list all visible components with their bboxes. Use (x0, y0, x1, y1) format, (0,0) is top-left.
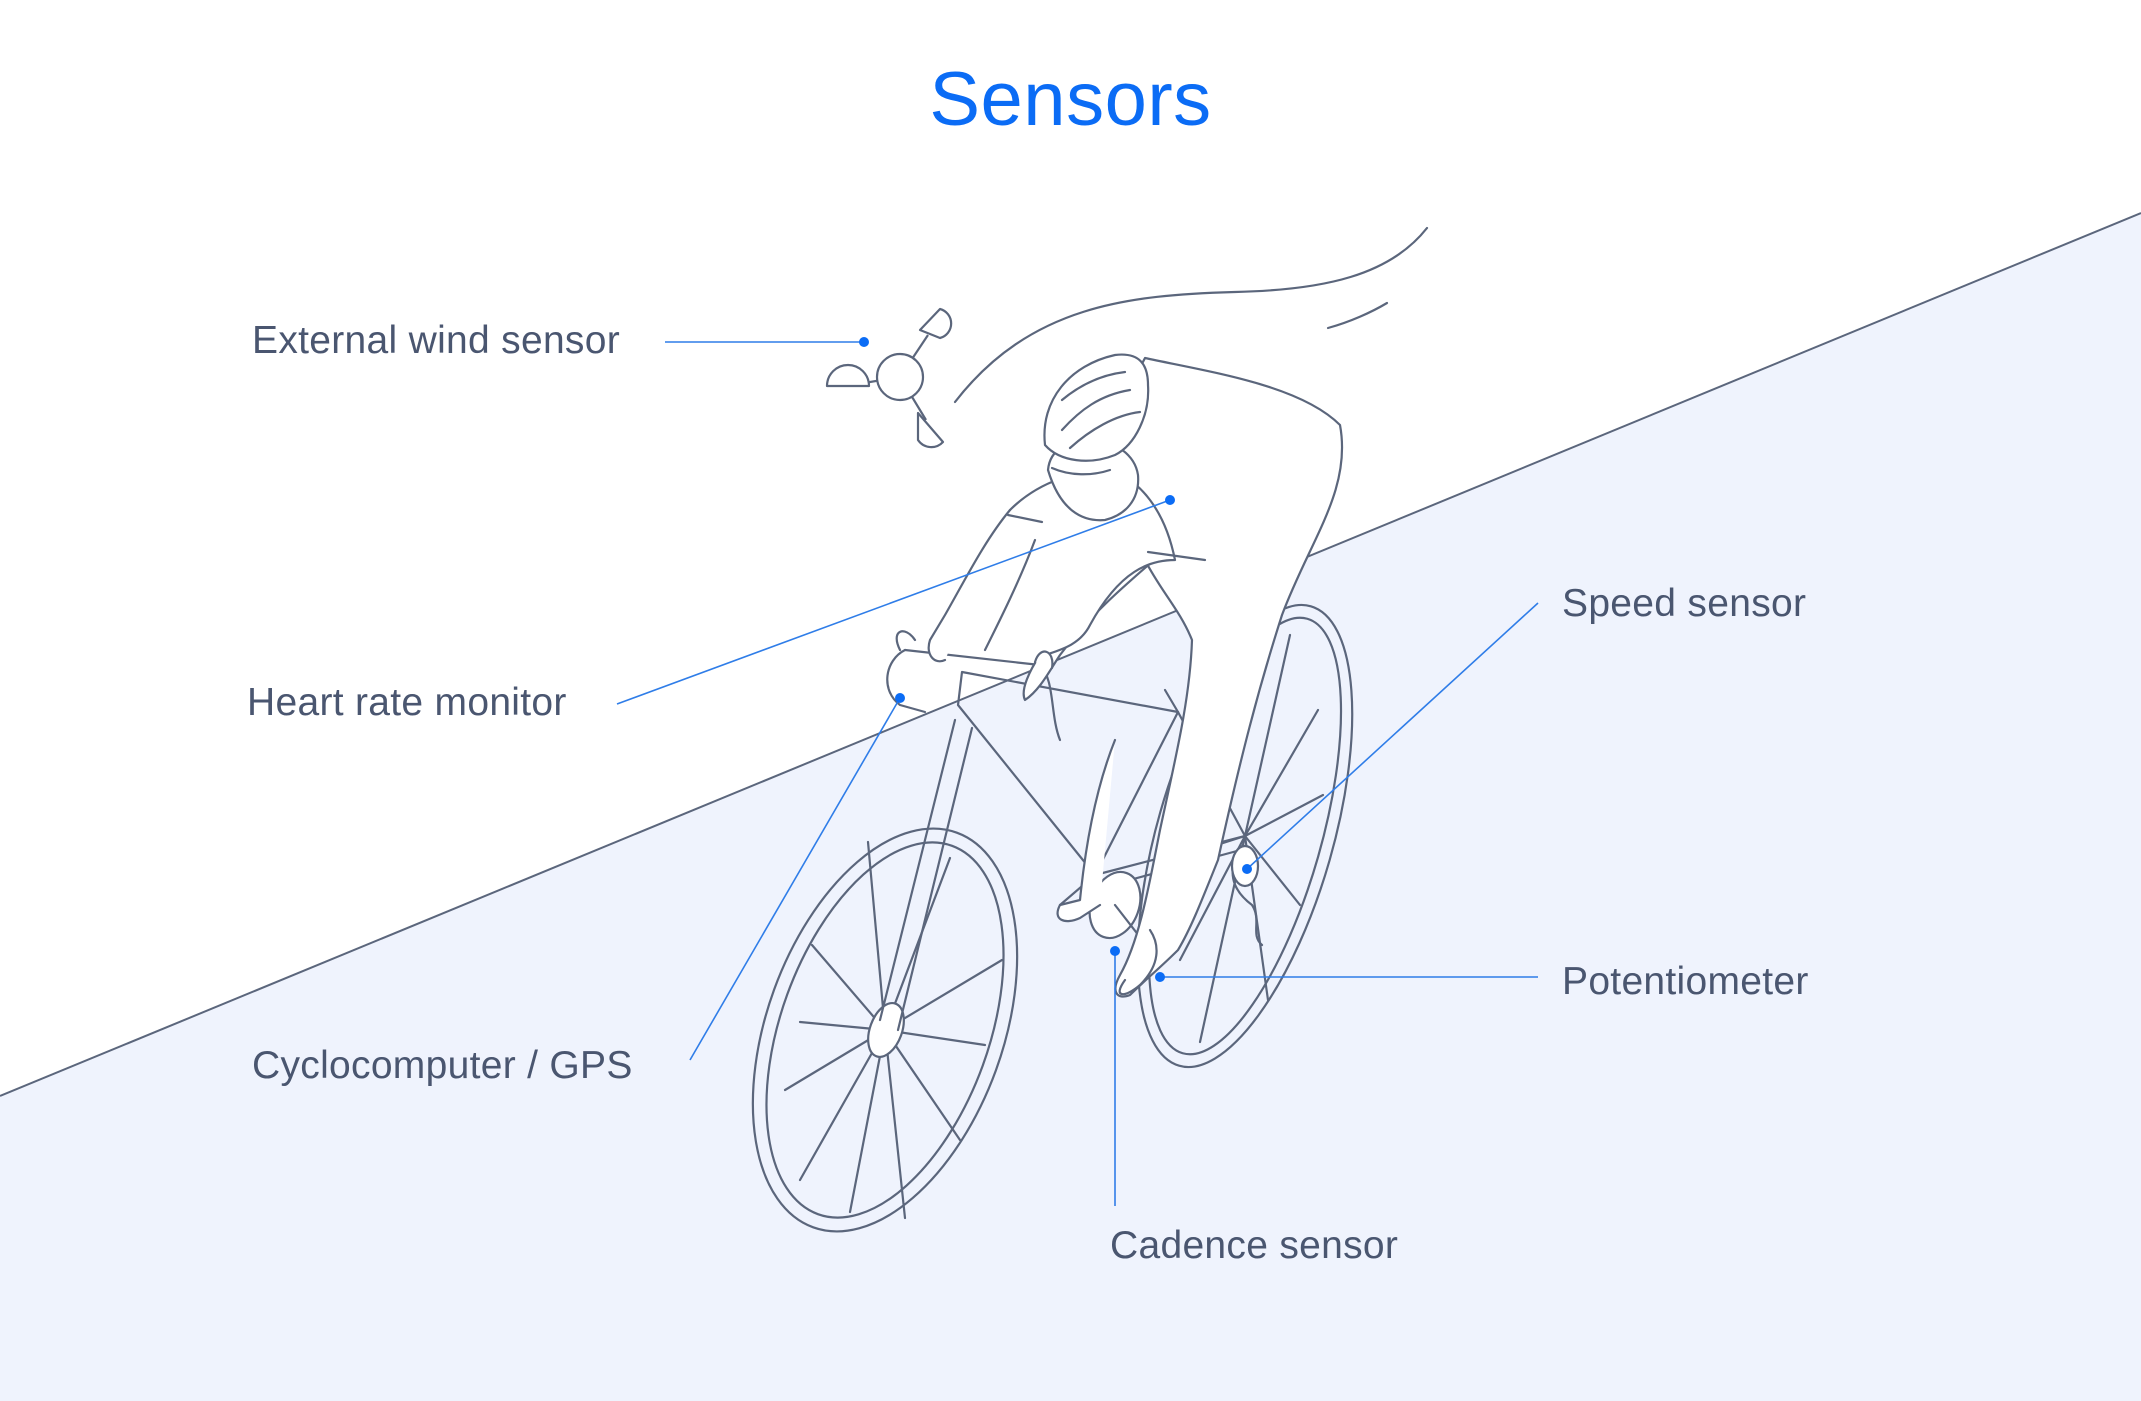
wind-sensor-icon (825, 307, 953, 449)
label-external-wind-sensor: External wind sensor (252, 319, 621, 362)
label-potentiometer: Potentiometer (1562, 960, 1809, 1003)
heart-leader-line (616, 499, 1171, 705)
sensor-dots (859, 337, 1252, 982)
cadence-sensor-dot (1110, 946, 1120, 956)
speed-sensor-dot (1242, 864, 1252, 874)
wind-sensor-dot (859, 337, 869, 347)
heart-rate-dot (1165, 495, 1175, 505)
page-title: Sensors (929, 57, 1212, 142)
wind-lines (953, 226, 1429, 404)
label-speed-sensor: Speed sensor (1562, 582, 1807, 625)
gps-dot (895, 693, 905, 703)
ground-slope (0, 213, 2141, 1401)
horizon-line (0, 212, 2141, 1097)
leader-lines (616, 341, 1539, 1206)
label-cyclocomputer-gps: Cyclocomputer / GPS (252, 1044, 633, 1087)
label-heart-rate-monitor: Heart rate monitor (247, 681, 567, 724)
gps-leader-line (689, 697, 901, 1061)
cyclist-icon (895, 353, 1344, 998)
label-cadence-sensor: Cadence sensor (1110, 1224, 1399, 1267)
potentiometer-dot (1155, 972, 1165, 982)
speed-leader-line (1246, 602, 1539, 870)
